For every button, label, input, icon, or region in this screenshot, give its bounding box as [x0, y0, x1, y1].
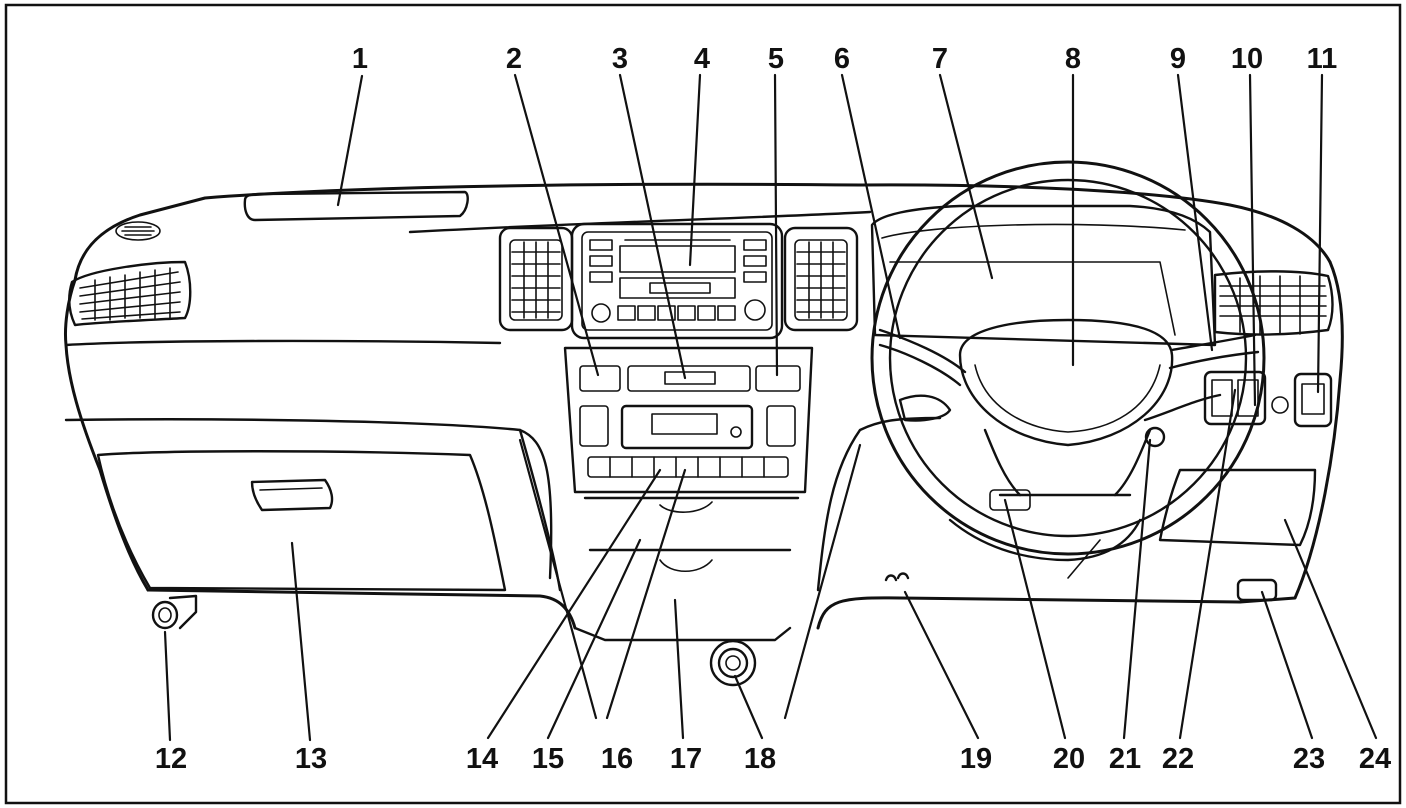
- callout-7: 7: [932, 43, 948, 75]
- callout-15: 15: [532, 743, 564, 775]
- callout-9: 9: [1170, 43, 1186, 75]
- right-air-vent: [1213, 270, 1334, 336]
- steering-wheel: [870, 160, 1266, 579]
- callout-20: 20: [1053, 743, 1085, 775]
- callout-14: 14: [466, 743, 498, 775]
- power-outlet: [709, 639, 757, 687]
- bonnet-release-handle: [151, 594, 198, 630]
- callout-23: 23: [1293, 743, 1325, 775]
- callout-2: 2: [506, 43, 522, 75]
- callout-12: 12: [155, 743, 187, 775]
- callout-8: 8: [1065, 43, 1081, 75]
- callout-16: 16: [601, 743, 633, 775]
- leader-lines: [163, 73, 1378, 742]
- coin-pocket: [1158, 468, 1317, 602]
- callout-19: 19: [960, 743, 992, 775]
- callout-1: 1: [352, 43, 368, 75]
- callout-6: 6: [834, 43, 850, 75]
- callout-10: 10: [1231, 43, 1263, 75]
- callout-5: 5: [768, 43, 784, 75]
- callout-18: 18: [744, 743, 776, 775]
- glovebox: [96, 450, 507, 592]
- callout-labels: 1 2 3 4 5 6 7 8 9 10 11 12 13 14 15 16 1…: [155, 43, 1391, 775]
- center-right-air-vent: [783, 226, 859, 332]
- callout-21: 21: [1109, 743, 1141, 775]
- left-speaker-grille: [115, 221, 161, 241]
- fuel-lid-opener: [884, 572, 910, 582]
- callout-3: 3: [612, 43, 628, 75]
- callout-22: 22: [1162, 743, 1194, 775]
- callout-4: 4: [694, 43, 710, 75]
- dashboard-outline: [64, 182, 1344, 642]
- diagram-frame: [4, 3, 1402, 805]
- left-air-vent: [68, 260, 192, 327]
- right-panel-switches: [1203, 370, 1333, 428]
- center-console: [563, 346, 814, 572]
- defroster-slot: [243, 190, 469, 222]
- callout-17: 17: [670, 743, 702, 775]
- instrument-cluster-hood: [870, 204, 1217, 347]
- callout-11: 11: [1307, 43, 1338, 75]
- callout-24: 24: [1359, 743, 1391, 775]
- audio-unit: [570, 222, 784, 340]
- callout-13: 13: [295, 743, 327, 775]
